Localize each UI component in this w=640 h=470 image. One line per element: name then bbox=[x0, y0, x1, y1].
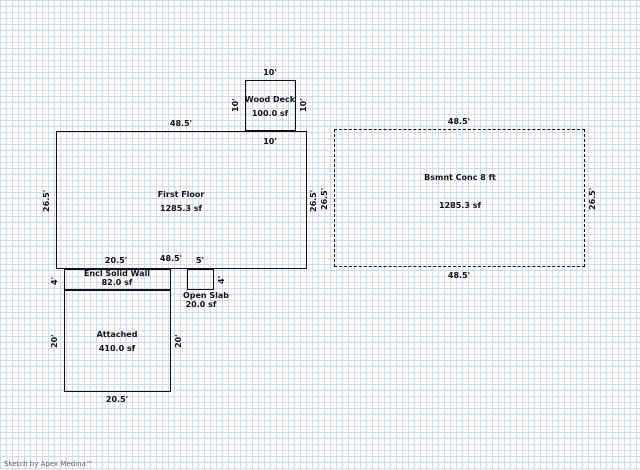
wood-deck-name: Wood Deck bbox=[244, 95, 296, 104]
encl-wall-name: Encl Solid Wall bbox=[83, 269, 151, 278]
first-floor-area: 1285.3 sf bbox=[160, 204, 202, 213]
attached-left-dim: 20' bbox=[50, 334, 59, 348]
sketch-credit: Sketch by Apex Medina™ bbox=[4, 460, 93, 468]
room-wood-deck[interactable] bbox=[245, 80, 296, 131]
basement-right-dim: 26.5' bbox=[588, 187, 597, 210]
wood-deck-right-dim: 10' bbox=[299, 98, 308, 112]
first-floor-top-dim: 48.5' bbox=[169, 119, 193, 128]
first-floor-top-right-dim: 10' bbox=[263, 137, 277, 146]
first-floor-bottom-right-dim: 5' bbox=[195, 256, 205, 265]
room-attached[interactable] bbox=[64, 290, 171, 392]
basement-top-dim: 48.5' bbox=[447, 117, 471, 126]
attached-name: Attached bbox=[96, 330, 138, 339]
basement-name: Bsmnt Conc 8 ft bbox=[424, 173, 496, 182]
first-floor-name: First Floor bbox=[157, 190, 205, 199]
basement-bottom-dim: 48.5' bbox=[447, 271, 471, 280]
basement-area: 1285.3 sf bbox=[439, 201, 481, 210]
first-floor-left-dim: 26.5' bbox=[42, 189, 51, 212]
open-slab-area: 20.0 sf bbox=[185, 300, 217, 309]
encl-wall-area: 82.0 sf bbox=[101, 278, 133, 287]
room-first-floor[interactable] bbox=[56, 131, 307, 269]
first-floor-bottom-dim: 48.5' bbox=[159, 254, 183, 263]
encl-wall-left-dim: 4' bbox=[50, 276, 59, 285]
open-slab-name: Open Slab bbox=[182, 291, 230, 300]
first-floor-right-dim: 26.5' bbox=[309, 189, 318, 212]
wood-deck-left-dim: 10' bbox=[231, 98, 240, 112]
wood-deck-area: 100.0 sf bbox=[251, 109, 289, 118]
wood-deck-top-dim: 10' bbox=[263, 68, 277, 77]
open-slab-right-dim: 4' bbox=[217, 275, 226, 284]
attached-bottom-dim: 20.5' bbox=[105, 395, 129, 404]
first-floor-bottom-left-dim: 20.5' bbox=[104, 256, 128, 265]
basement-left-dim: 26.5' bbox=[320, 187, 329, 210]
room-basement[interactable] bbox=[334, 129, 585, 267]
attached-area: 410.0 sf bbox=[98, 344, 136, 353]
room-encl-solid-wall[interactable] bbox=[64, 269, 171, 290]
attached-right-dim: 20' bbox=[174, 334, 183, 348]
room-open-slab[interactable] bbox=[187, 269, 214, 290]
